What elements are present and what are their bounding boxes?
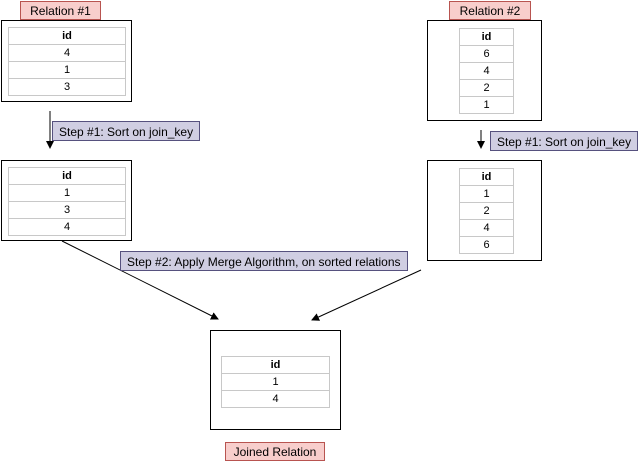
joined-title: Joined Relation bbox=[225, 442, 325, 461]
table-header: id bbox=[8, 167, 126, 185]
relation2-box: id 6 4 2 1 bbox=[427, 20, 542, 121]
joined-table: id 1 4 bbox=[221, 356, 330, 408]
step1-left-label: Step #1: Sort on join_key bbox=[52, 121, 201, 141]
table-header: id bbox=[459, 28, 514, 46]
relation1-table: id 4 1 3 bbox=[8, 27, 126, 96]
table-cell: 3 bbox=[8, 201, 126, 219]
relation1-box: id 4 1 3 bbox=[1, 20, 132, 102]
table-cell: 2 bbox=[459, 79, 514, 97]
table-cell: 4 bbox=[8, 218, 126, 236]
joined-box: id 1 4 bbox=[210, 330, 341, 430]
sorted1-box: id 1 3 4 bbox=[1, 160, 132, 241]
relation1-title: Relation #1 bbox=[20, 1, 101, 20]
table-cell: 6 bbox=[459, 236, 514, 254]
table-cell: 3 bbox=[8, 78, 126, 96]
table-header: id bbox=[8, 27, 126, 45]
sorted2-table: id 1 2 4 6 bbox=[459, 168, 514, 254]
table-cell: 1 bbox=[459, 185, 514, 203]
sorted1-table: id 1 3 4 bbox=[8, 167, 126, 236]
table-cell: 1 bbox=[8, 184, 126, 202]
merge-arrow-right bbox=[311, 269, 422, 321]
sorted2-box: id 1 2 4 6 bbox=[427, 160, 542, 261]
table-cell: 1 bbox=[221, 373, 330, 391]
relation2-title: Relation #2 bbox=[449, 1, 531, 20]
table-cell: 4 bbox=[459, 219, 514, 237]
table-cell: 4 bbox=[459, 62, 514, 80]
table-cell: 1 bbox=[459, 96, 514, 114]
relation2-table: id 6 4 2 1 bbox=[459, 28, 514, 114]
table-cell: 4 bbox=[221, 390, 330, 408]
step1-right-label: Step #1: Sort on join_key bbox=[490, 131, 639, 151]
table-cell: 1 bbox=[8, 61, 126, 79]
table-header: id bbox=[459, 168, 514, 186]
merge-arrow-left bbox=[61, 240, 219, 320]
table-cell: 2 bbox=[459, 202, 514, 220]
table-cell: 6 bbox=[459, 45, 514, 63]
table-header: id bbox=[221, 356, 330, 374]
table-cell: 4 bbox=[8, 44, 126, 62]
step2-merge-label: Step #2: Apply Merge Algorithm, on sorte… bbox=[120, 251, 408, 271]
